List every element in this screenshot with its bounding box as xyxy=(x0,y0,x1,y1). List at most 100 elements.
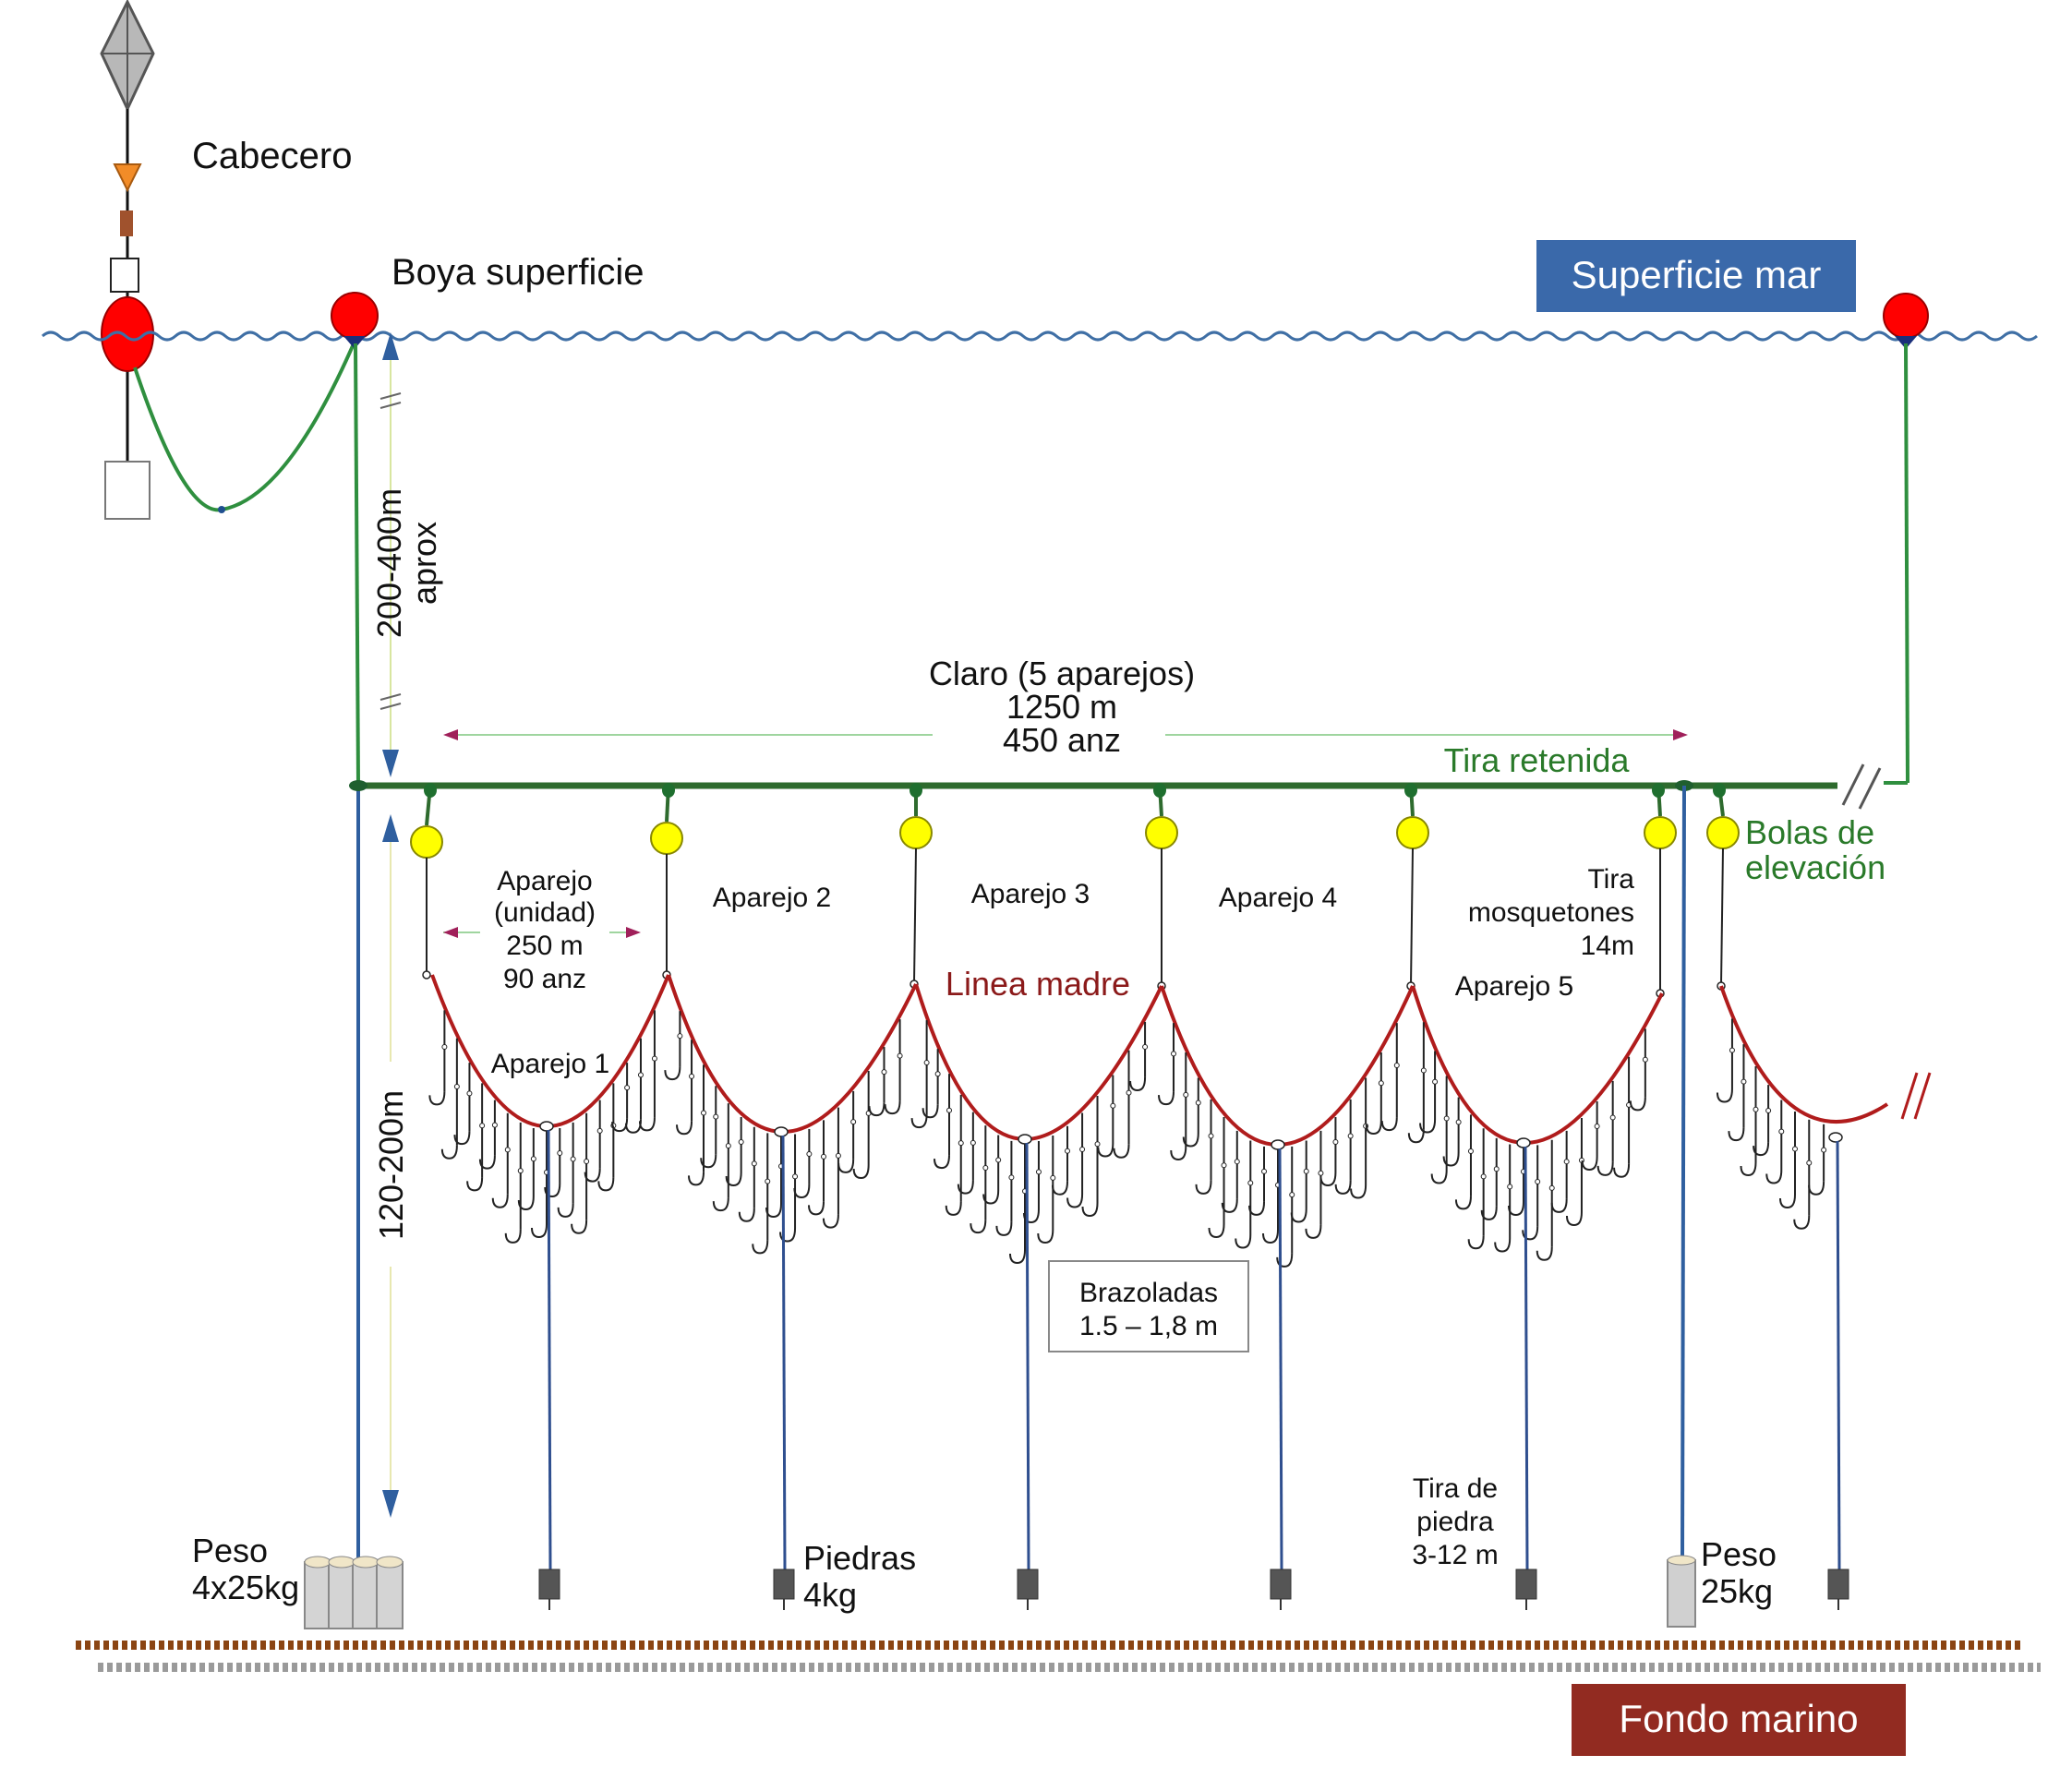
stone-line xyxy=(1278,1148,1283,1570)
stone-ring xyxy=(774,1126,789,1137)
retaining-line-label: Tira retenida xyxy=(1444,741,1631,779)
hook-icon xyxy=(1508,1147,1526,1217)
depth-top-value: 200-400m xyxy=(370,488,408,638)
snap-clip-icon xyxy=(424,783,437,798)
cabecero-connector-line xyxy=(133,341,356,512)
aparejo-2-label: Aparejo 2 xyxy=(713,883,831,913)
seabed-label: Fondo marino xyxy=(1619,1697,1858,1740)
hook-icon xyxy=(1276,1146,1295,1268)
connector-knot xyxy=(218,506,225,513)
hook-icon xyxy=(922,1049,941,1119)
hook-icon xyxy=(1522,1145,1541,1241)
hook-icon xyxy=(1182,1077,1201,1148)
main-line-section xyxy=(914,983,1163,1141)
sea-surface-label: Superficie mar xyxy=(1572,253,1822,296)
hook-icon xyxy=(779,1134,799,1243)
hook-icon xyxy=(1740,1066,1759,1177)
retaining-line-knot-left xyxy=(349,780,367,791)
hook-icon xyxy=(478,1100,498,1170)
hook-icon xyxy=(1350,1077,1369,1199)
stone-line xyxy=(781,1135,787,1570)
depth-bottom-label: 120-200m xyxy=(372,1090,410,1240)
hook-icon xyxy=(1536,1139,1555,1261)
aparejo-unit-label-2: (unidad) xyxy=(494,897,596,928)
hook-icon xyxy=(752,1133,771,1255)
hook-icon xyxy=(1716,1018,1735,1103)
aparejo-3-label: Aparejo 3 xyxy=(971,879,1090,909)
sea-surface-badge xyxy=(1536,240,1856,312)
hook-icon xyxy=(1262,1148,1281,1244)
aparejo-unit-label-1: Aparejo xyxy=(497,866,592,896)
snap-line-label-1: Tira xyxy=(1587,864,1634,895)
hook-icon xyxy=(1613,1056,1632,1178)
hook-icon xyxy=(1581,1100,1600,1171)
hook-icon xyxy=(611,1063,631,1133)
claro-length: 1250 m xyxy=(1006,688,1117,726)
hook-icon xyxy=(1565,1117,1584,1226)
anchor-weight-left-label-1: Peso xyxy=(192,1532,268,1569)
hook-icon xyxy=(1066,1112,1086,1208)
hook-icon xyxy=(982,1135,1002,1205)
branchline-box xyxy=(1048,1260,1249,1352)
hook-icon xyxy=(440,1038,460,1160)
hook-icon xyxy=(1319,1117,1339,1187)
stone-line-label-3: 3-12 m xyxy=(1412,1540,1498,1570)
snap-line-label-2: mosquetones xyxy=(1468,897,1634,928)
hook-icon xyxy=(1305,1130,1324,1239)
snap-line-label-3: 14m xyxy=(1581,931,1634,961)
depth-top-approx: aprox xyxy=(405,522,443,605)
longline-gear xyxy=(410,783,1889,1610)
hook-icon xyxy=(970,1125,989,1234)
main-line-break-2 xyxy=(1913,1072,1932,1120)
hook-icon xyxy=(531,1130,549,1239)
beacon-box-icon xyxy=(110,258,139,293)
hook-icon xyxy=(1208,1117,1227,1239)
yellow-ball-icon xyxy=(1644,816,1677,849)
hook-icon xyxy=(1808,1124,1827,1196)
hook-icon xyxy=(1728,1044,1747,1142)
hook-icon xyxy=(808,1120,826,1216)
branchline-label-2: 1.5 – 1,8 m xyxy=(1079,1311,1218,1341)
claro-title: Claro (5 aparejos) xyxy=(929,655,1195,692)
claro-hooks: 450 anz xyxy=(1003,721,1121,759)
hook-icon xyxy=(1158,1023,1177,1106)
anchor-weight-right-label-1: Peso xyxy=(1701,1535,1777,1573)
stone-ring xyxy=(1271,1139,1285,1150)
aparejo-unit-dim-mask xyxy=(480,918,609,947)
hook-icon xyxy=(557,1122,576,1218)
snap-line xyxy=(1720,847,1724,987)
hook-icon xyxy=(1793,1119,1813,1230)
branchline-label-1: Brazoladas xyxy=(1079,1278,1218,1308)
stone-weight-icon xyxy=(1270,1569,1292,1610)
hook-icon xyxy=(584,1100,603,1183)
hook-icon xyxy=(1442,1097,1462,1167)
main-line-section xyxy=(1160,985,1415,1147)
yellow-ball-icon xyxy=(1396,816,1429,849)
hook-icon xyxy=(453,1063,473,1146)
break-mark-2 xyxy=(1858,767,1882,810)
cabecero-label: Cabecero xyxy=(192,136,352,176)
hook-icon xyxy=(517,1127,536,1210)
anchor-weight-left-icon xyxy=(304,1556,404,1629)
hook-icon xyxy=(1235,1140,1254,1249)
hook-icon xyxy=(957,1112,976,1195)
stone-weight-icon xyxy=(538,1569,560,1610)
hook-icon xyxy=(1596,1080,1616,1176)
stone-line xyxy=(1025,1142,1030,1570)
hook-icon xyxy=(1334,1099,1354,1195)
hook-icon xyxy=(571,1112,590,1234)
snap-clip-icon xyxy=(1652,783,1665,798)
hook-icon xyxy=(676,1040,695,1136)
surface-buoy-label: Boya superficie xyxy=(392,252,644,293)
stone-line-label-2: piedra xyxy=(1416,1507,1494,1537)
yellow-ball-icon xyxy=(650,822,683,855)
hook-icon xyxy=(1365,1052,1384,1135)
hook-icon xyxy=(868,1047,887,1117)
stone-line xyxy=(1836,1140,1841,1570)
hook-icon xyxy=(725,1117,744,1187)
anchor-line-right xyxy=(1680,785,1686,1559)
depth-bottom-mask xyxy=(373,1062,408,1267)
stone-line xyxy=(1524,1146,1529,1570)
hook-icon xyxy=(884,1019,903,1115)
